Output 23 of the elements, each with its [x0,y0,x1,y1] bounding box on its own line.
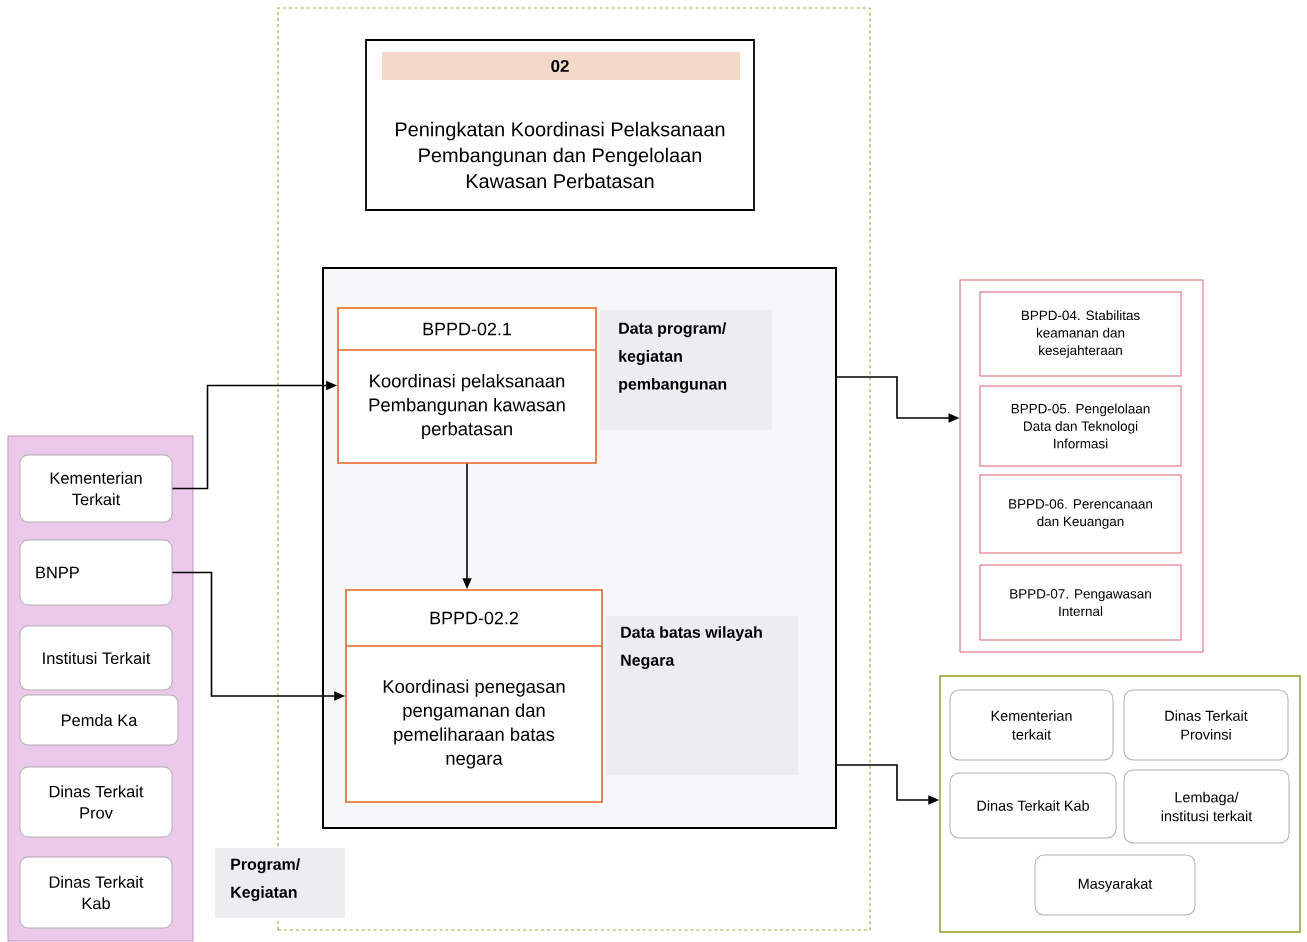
output-box: BPPD-07. Pengawasan Internal [979,564,1182,641]
title-box: 02 Peningkatan Koordinasi Pelaksanaan Pembangunan dan Pengelolaan Kawasan Perbatasan [365,39,755,211]
input-box: Dinas Terkait Kab [19,856,173,929]
stakeholder-box: Dinas Terkait Provinsi [1123,689,1289,761]
stakeholder-box: Kementerian terkait [949,689,1114,761]
output-box: BPPD-04. Stabilitas keamanan dan kesejahteraan [979,291,1182,377]
input-box: Kementerian Terkait [19,454,173,523]
input-box: Pemda Ka [19,694,179,746]
input-box: Institusi Terkait [19,625,173,691]
input-box: Dinas Terkait Prov [19,766,173,838]
input-box: BNPP [19,539,173,606]
process-box: BPPD-02.1 Koordinasi pelaksanaan Pembangunan kawasan perbatasan [337,307,597,464]
stakeholder-panel [939,675,1301,933]
output-panel [959,279,1204,653]
data-label: Program/ Kegiatan [215,848,345,918]
data-label: Data batas wilayah Negara [606,616,798,775]
stakeholder-box: Lembaga/ institusi terkait [1123,769,1290,844]
output-box: BPPD-05. Pengelolaan Data dan Teknologi Informasi [979,385,1182,467]
stakeholder-box: Dinas Terkait Kab [949,772,1117,839]
stakeholder-box: Masyarakat [1034,854,1196,916]
data-label: Data program/ kegiatan pembangunan [600,310,772,430]
output-box: BPPD-06. Perencanaan dan Keuangan [979,474,1182,554]
process-box: BPPD-02.2 Koordinasi penegasan pengamanan dan pemeliharaan batas negara [345,589,603,803]
